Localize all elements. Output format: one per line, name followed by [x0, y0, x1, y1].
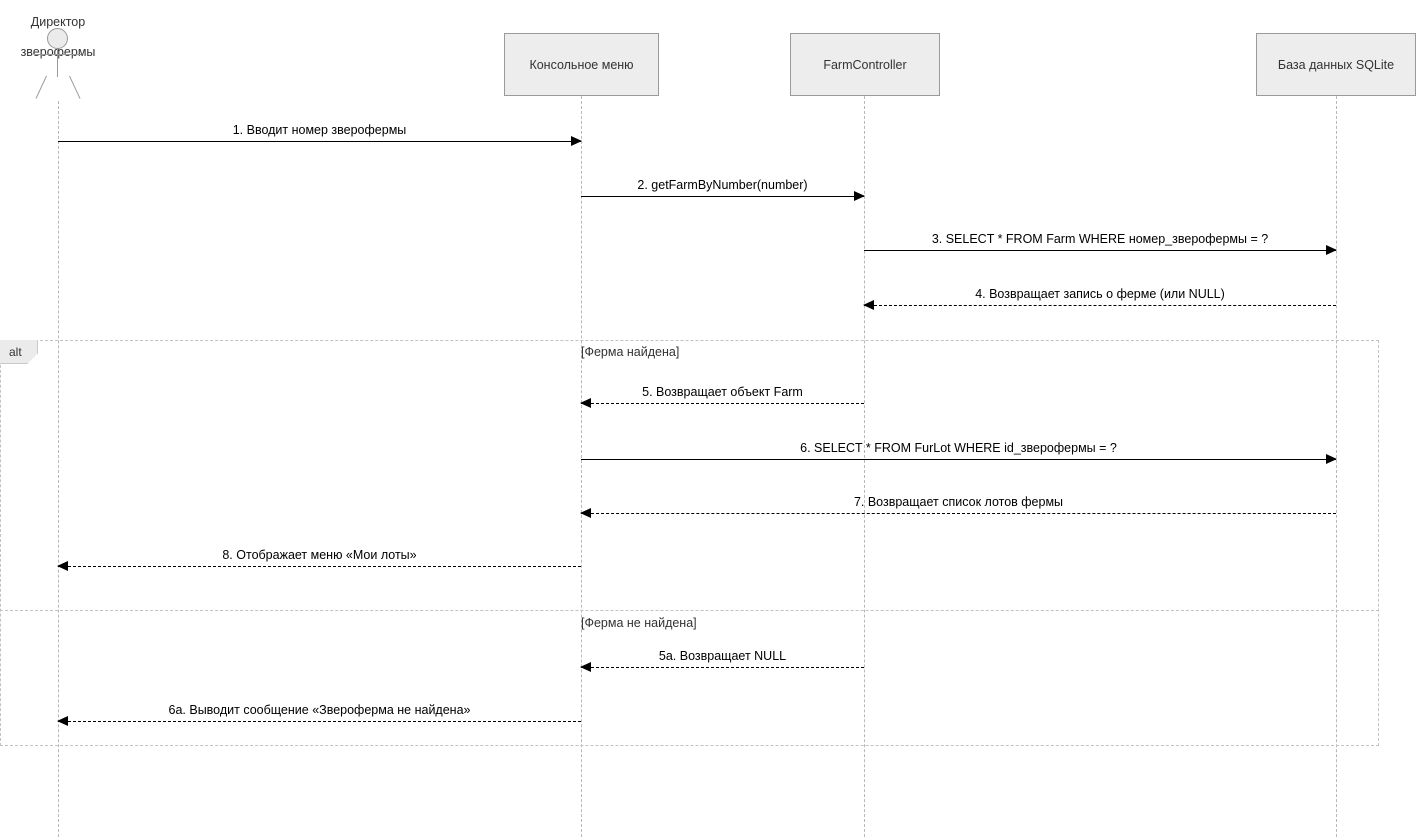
- lifeline-database: [1336, 96, 1337, 837]
- message-2-label: 2. getFarmByNumber(number): [637, 178, 808, 192]
- message-3-line: [864, 250, 1336, 251]
- lifeline-actor: [58, 101, 59, 837]
- participant-label-database: База данных SQLite: [1277, 57, 1395, 72]
- alt-fragment-operator-label: alt: [9, 344, 22, 359]
- message-8-arrowhead: [57, 561, 68, 571]
- message-2-line: [581, 196, 864, 197]
- message-4-line: [864, 305, 1336, 306]
- message-5a-line: [581, 667, 864, 668]
- message-7-line: [581, 513, 1336, 514]
- actor-right-leg-icon: [69, 75, 81, 99]
- message-5-arrowhead: [580, 398, 591, 408]
- message-6a-arrowhead: [57, 716, 68, 726]
- participant-label-console: Консольное меню: [529, 57, 634, 72]
- message-4-arrowhead: [863, 300, 874, 310]
- alt-fragment: [0, 340, 1379, 746]
- participant-label-controller: FarmController: [823, 57, 907, 72]
- message-1-line: [58, 141, 581, 142]
- lifeline-controller: [864, 96, 865, 837]
- actor-arms-icon: [34, 54, 81, 56]
- alt-guard-1-label: [Ферма найдена]: [581, 345, 680, 359]
- message-5-line: [581, 403, 864, 404]
- actor-head-icon: [47, 28, 68, 49]
- alt-fragment-divider: [0, 610, 1379, 611]
- message-6-label: 6. SELECT * FROM FurLot WHERE id_зверофе…: [800, 441, 1117, 455]
- message-1-arrowhead: [571, 136, 582, 146]
- message-5a-arrowhead: [580, 662, 591, 672]
- alt-guard-2: [Ферма не найдена]: [581, 616, 697, 630]
- message-6-line: [581, 459, 1336, 460]
- message-7-label: 7. Возвращает список лотов фермы: [853, 495, 1064, 509]
- participant-box-console[interactable]: Консольное меню: [504, 33, 659, 96]
- lifeline-console: [581, 96, 582, 837]
- message-6a-label: 6a. Выводит сообщение «Звероферма не най…: [168, 703, 471, 717]
- message-8-line: [58, 566, 581, 567]
- message-5-label: 5. Возвращает объект Farm: [642, 385, 803, 399]
- message-3-label: 3. SELECT * FROM Farm WHERE номер_звероф…: [931, 232, 1269, 246]
- message-6a-line: [58, 721, 581, 722]
- message-2-arrowhead: [854, 191, 865, 201]
- participant-box-database[interactable]: База данных SQLite: [1256, 33, 1416, 96]
- message-6-arrowhead: [1326, 454, 1337, 464]
- alt-guard-2-label: [Ферма не найдена]: [581, 616, 697, 630]
- message-3-arrowhead: [1326, 245, 1337, 255]
- message-7-arrowhead: [580, 508, 591, 518]
- alt-guard-1: [Ферма найдена]: [581, 345, 679, 359]
- participant-box-controller[interactable]: FarmController: [790, 33, 940, 96]
- message-4-label: 4. Возвращает запись о ферме (или NULL): [975, 287, 1225, 301]
- actor-left-leg-icon: [35, 75, 48, 99]
- message-8-label: 8. Отображает меню «Мои лоты»: [222, 548, 417, 562]
- message-5a-label: 5a. Возвращает NULL: [658, 649, 787, 663]
- actor-name-line1: Директор: [30, 15, 86, 29]
- message-1-label: 1. Вводит номер зверофермы: [232, 123, 407, 137]
- actor-torso-icon: [57, 49, 59, 77]
